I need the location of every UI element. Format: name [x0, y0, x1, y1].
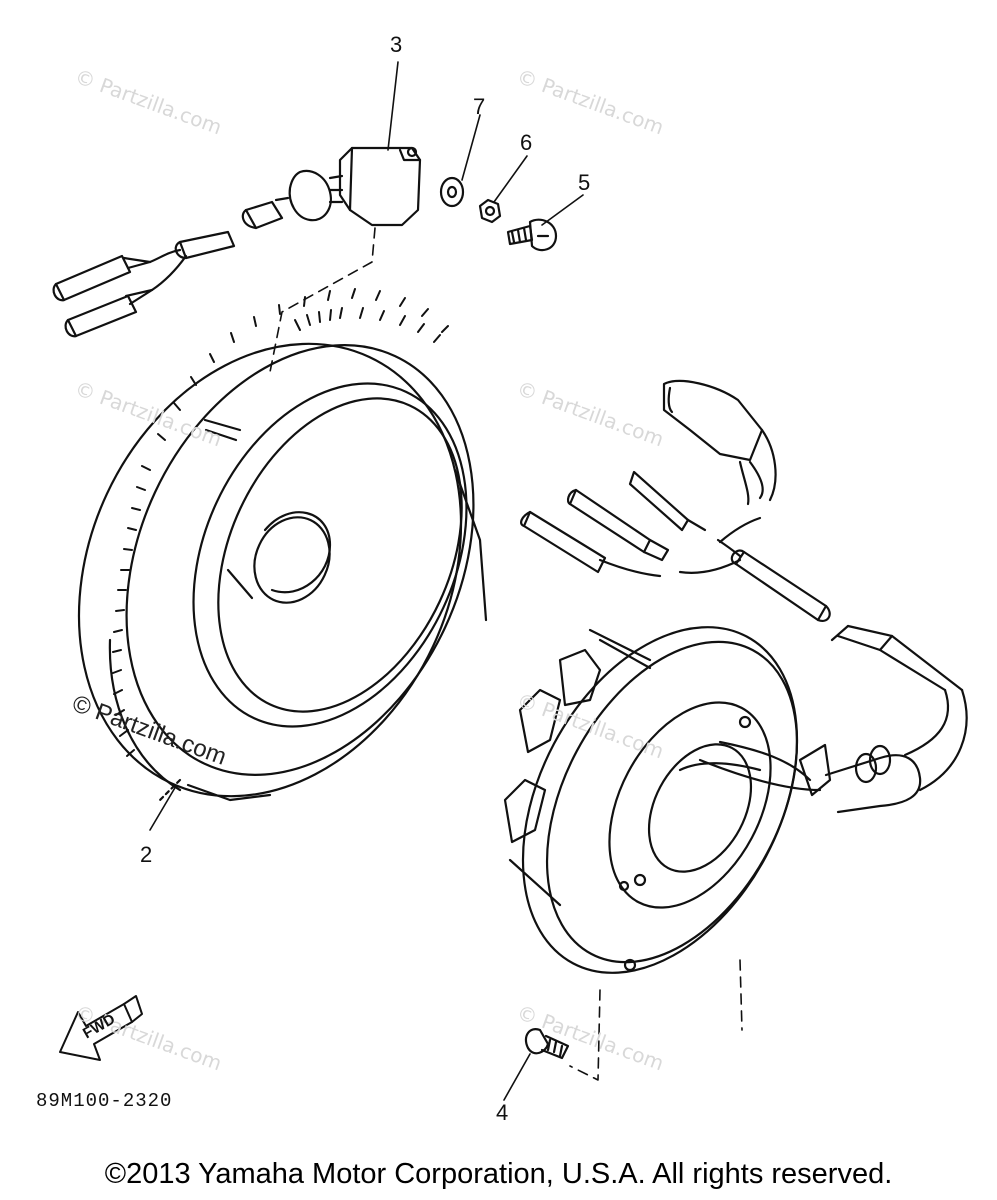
stator-screw-part — [524, 1028, 570, 1060]
callout-5: 5 — [578, 170, 591, 195]
leader-lines — [149, 61, 584, 1101]
callout-2: 2 — [140, 842, 153, 867]
washer-part — [439, 176, 465, 208]
callout-3: 3 — [390, 32, 403, 57]
ring-gear-teeth — [112, 288, 449, 757]
nut-part — [478, 198, 502, 224]
diagram-code: 89M100-2320 — [36, 1090, 173, 1112]
pulser-coil-part — [52, 146, 422, 338]
assembly-lines — [269, 227, 743, 1081]
stator-part — [503, 626, 832, 974]
screw-part — [506, 218, 558, 252]
callout-7: 7 — [473, 94, 486, 119]
stator-harness — [520, 379, 968, 814]
callout-6: 6 — [520, 130, 533, 155]
copyright-notice: ©2013 Yamaha Motor Corporation, U.S.A. A… — [104, 1158, 893, 1190]
fwd-arrow-icon — [59, 995, 143, 1061]
callout-4: 4 — [496, 1100, 509, 1125]
flywheel-part — [77, 342, 488, 802]
